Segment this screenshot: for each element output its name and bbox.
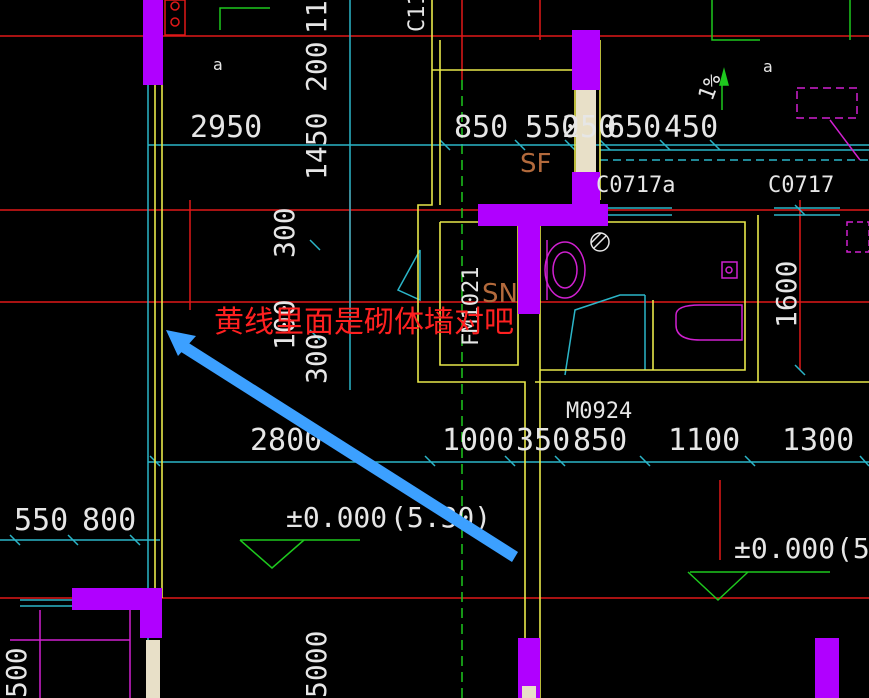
dim-label: 650 — [607, 110, 661, 145]
elevation-text: ±0.000 (5.30) ±0.000 (5. — [286, 501, 869, 565]
red-circle-icons — [164, 0, 186, 36]
door-label: M0924 — [566, 399, 632, 424]
dim-label: 300 — [268, 207, 301, 258]
dim-label: 300 — [300, 333, 333, 384]
dim-label: 350 — [516, 423, 570, 458]
annotation-text: 黄线里面是砌体墙对吧 — [214, 305, 514, 340]
room-tag: a — [213, 55, 223, 74]
annotation-arrow — [166, 330, 518, 562]
elevation-markers — [239, 539, 830, 602]
dim-label: 550 — [14, 503, 68, 538]
elevation-label: ±0.000 — [734, 532, 835, 565]
window-label: C0717a — [596, 173, 675, 198]
dim-label: 1100 — [668, 423, 740, 458]
room-tags: a a — [213, 55, 773, 76]
dim-label: 800 — [82, 503, 136, 538]
window-label: C0717 — [768, 173, 834, 198]
dim-label: 1300 — [782, 423, 854, 458]
shaft-label: SN — [482, 279, 518, 309]
dimension-text-bottom: 550 800 — [14, 503, 136, 538]
dimension-text-top: 2950 850 550 250 650 450 — [190, 110, 718, 145]
dim-label: 110 — [300, 0, 333, 34]
dim-label: 1600 — [770, 261, 803, 328]
dim-label: 5000 — [300, 631, 333, 698]
window-label: C112 — [405, 0, 430, 32]
dim-label: 450 — [664, 110, 718, 145]
dimension-text-mid: 2800 1000 350 850 1100 1300 — [250, 423, 854, 458]
elevation-label: ±0.000 — [286, 501, 387, 534]
floor-drain-icon — [590, 232, 610, 252]
dimension-text-vertical: 110 200 1450 300 100 300 1600 500 5000 — [0, 0, 803, 698]
magenta-lines — [10, 87, 869, 698]
dim-label: 100 — [268, 299, 301, 350]
wall-hatch — [146, 90, 596, 698]
dim-label: 550 — [525, 110, 579, 145]
shaft-label: SF — [520, 149, 551, 179]
dim-label: 500 — [0, 647, 33, 698]
dim-label: 250 — [562, 110, 616, 145]
dim-label: 2950 — [190, 110, 262, 145]
elevation-label: (5. — [836, 532, 869, 565]
toilet-icon — [721, 261, 738, 279]
dim-label: 850 — [573, 423, 627, 458]
element-labels: C112 C0717a C0717 M0924 FM1021 SF SN 1% — [405, 0, 834, 424]
yellow-wall-lines — [154, 0, 869, 698]
door-label: FM1021 — [459, 267, 484, 346]
green-lines — [219, 0, 851, 110]
dim-label: 1000 — [442, 423, 514, 458]
wall-fills — [72, 0, 839, 698]
dim-label: 200 — [300, 41, 333, 92]
dim-label: 1450 — [300, 113, 333, 180]
room-tag: a — [763, 57, 773, 76]
dim-label: 850 — [454, 110, 508, 145]
